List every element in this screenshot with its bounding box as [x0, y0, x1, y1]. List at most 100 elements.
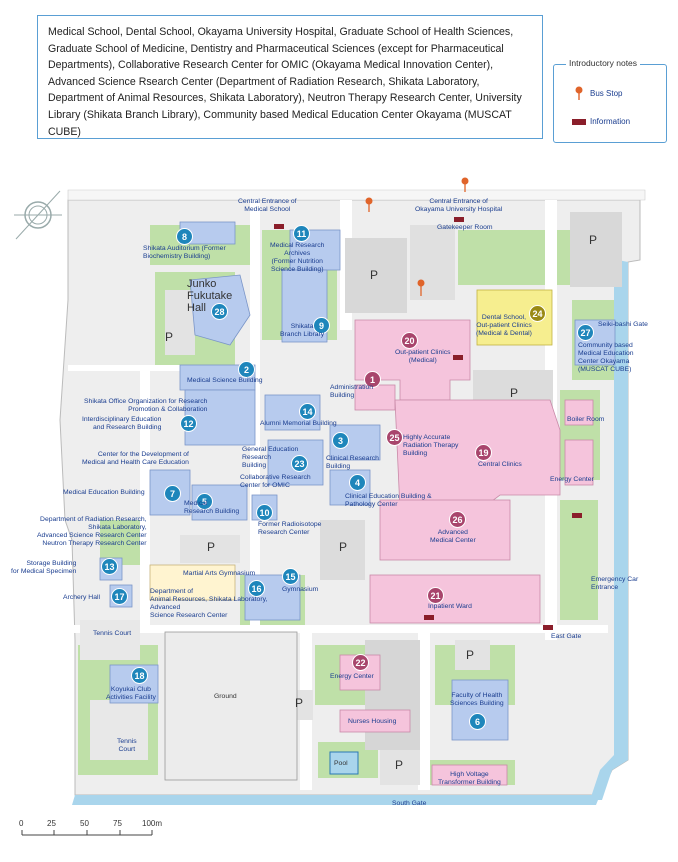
- label-outpatient-medical: Out-patient Clinics (Medical): [395, 349, 451, 364]
- label-seiki-bashi-gate: Seiki-bashi Gate: [598, 321, 648, 328]
- label-shikata-auditorium: Shikata Auditorium (Former Biochemistry …: [143, 245, 226, 260]
- intro-text-box: Medical School, Dental School, Okayama U…: [37, 15, 543, 139]
- label-dept-radiation: Department of Radiation Research, Shikat…: [37, 516, 147, 547]
- label-boiler-room: Boiler Room: [567, 416, 605, 423]
- label-storage-building: Storage Building for Medical Specimen: [11, 560, 77, 575]
- bus-stop-hospital: [461, 177, 469, 192]
- label-east-gate: East Gate: [551, 633, 582, 640]
- label-high-voltage: High Voltage Transformer Building: [438, 771, 501, 786]
- scale-tick-25: 25: [47, 819, 56, 828]
- parking-marker: P: [589, 233, 598, 247]
- marker-5[interactable]: 5: [196, 493, 213, 510]
- legend-information-label: Information: [590, 117, 631, 126]
- information-icon: [568, 118, 590, 125]
- marker-25[interactable]: 25: [386, 429, 403, 446]
- marker-11[interactable]: 11: [293, 225, 310, 242]
- parking-marker: P: [466, 648, 475, 662]
- label-clinical-research: Clinical Research Building: [326, 455, 379, 470]
- label-tennis-court-2: Tennis Court: [117, 738, 137, 753]
- label-koyukai: Koyukai Club Activities Facility: [106, 686, 156, 701]
- parking-marker: P: [395, 758, 404, 772]
- label-central-entrance-medical: Central Entrance of Medical School: [238, 198, 297, 213]
- marker-8[interactable]: 8: [176, 228, 193, 245]
- marker-6[interactable]: 6: [469, 713, 486, 730]
- marker-20[interactable]: 20: [401, 332, 418, 349]
- marker-4[interactable]: 4: [349, 474, 366, 491]
- parking-marker: P: [510, 386, 519, 400]
- marker-19[interactable]: 19: [475, 444, 492, 461]
- label-dental-school: Dental School, Out-patient Clinics (Medi…: [476, 314, 532, 337]
- marker-9[interactable]: 9: [313, 317, 330, 334]
- marker-7[interactable]: 7: [164, 485, 181, 502]
- scale-tick-0: 0: [19, 819, 24, 828]
- label-gymnasium: Gymnasium: [282, 586, 319, 593]
- label-medical-research: Medical Research Building: [184, 500, 240, 515]
- label-alumni: Alumni Memorial Building: [260, 420, 337, 427]
- label-central-entrance-hospital: Central Entrance of Okayama University H…: [415, 198, 503, 213]
- label-shikata-office: Shikata Office Organization for Research…: [84, 398, 208, 413]
- label-energy-center-south: Energy Center: [330, 673, 374, 680]
- parking-marker: P: [370, 268, 379, 282]
- label-medical-education: Medical Education Building: [63, 489, 145, 496]
- label-nurses-housing: Nurses Housing: [348, 718, 397, 725]
- label-highly-accurate: Highly Accurate Radiation Therapy Buildi…: [403, 434, 459, 457]
- legend-title: Introductory notes: [566, 58, 641, 68]
- marker-14[interactable]: 14: [299, 403, 316, 420]
- label-medical-science-building: Medical Science Building: [187, 377, 263, 384]
- label-collaborative-omic: Collaborative Research Center for OMIC: [240, 474, 311, 489]
- marker-15[interactable]: 15: [282, 568, 299, 585]
- parking-marker: P: [165, 330, 174, 344]
- label-inpatient-ward: Inpatient Ward: [428, 603, 472, 610]
- marker-2[interactable]: 2: [238, 361, 255, 378]
- marker-24[interactable]: 24: [529, 305, 546, 322]
- legend-bus-stop-label: Bus Stop: [590, 88, 623, 98]
- marker-26[interactable]: 26: [449, 511, 466, 528]
- parking-marker: P: [207, 540, 216, 554]
- scale-tick-75: 75: [113, 819, 122, 828]
- label-archery-hall: Archery Hall: [63, 594, 101, 601]
- marker-28[interactable]: 28: [211, 303, 228, 320]
- marker-13[interactable]: 13: [101, 558, 118, 575]
- marker-27[interactable]: 27: [577, 324, 594, 341]
- label-general-education: General Education Research Building: [242, 446, 299, 469]
- label-former-radioisotope: Former Radioisotope Research Center: [258, 521, 322, 536]
- label-faculty-health: Faculty of Health Sciences Building: [450, 692, 504, 707]
- compass-icon: [14, 190, 62, 240]
- marker-1[interactable]: 1: [364, 371, 381, 388]
- label-dept-animal: Department of Animal Resources, Shikata …: [150, 588, 268, 619]
- label-gatekeeper: Gatekeeper Room: [437, 224, 493, 231]
- label-community-based: Community based Medical Education Center…: [578, 342, 634, 373]
- marker-23[interactable]: 23: [291, 455, 308, 472]
- label-emergency-entrance: Emergency Car Entrance: [591, 576, 639, 591]
- label-pool: Pool: [334, 760, 348, 767]
- marker-10[interactable]: 10: [256, 504, 273, 521]
- marker-12[interactable]: 12: [180, 415, 197, 432]
- marker-22[interactable]: 22: [352, 654, 369, 671]
- marker-18[interactable]: 18: [131, 667, 148, 684]
- marker-21[interactable]: 21: [427, 587, 444, 604]
- parking-marker: P: [295, 696, 304, 710]
- label-administration: Administration Building: [330, 384, 374, 399]
- bus-stop-medical: [365, 197, 373, 212]
- label-central-clinics: Central Clinics: [478, 461, 522, 468]
- label-shikata-branch-library: Shikata Branch Library: [280, 323, 325, 338]
- marker-16[interactable]: 16: [248, 580, 265, 597]
- marker-3[interactable]: 3: [332, 432, 349, 449]
- legend: Introductory notes Bus Stop Information: [553, 58, 667, 143]
- scale-tick-100: 100m: [142, 819, 163, 828]
- legend-information: Information: [568, 117, 630, 126]
- label-martial-arts: Martial Arts Gymnasium: [183, 570, 256, 577]
- label-medical-research-archives: Medical Research Archives (Former Nutrit…: [270, 242, 325, 273]
- bus-stop-icon: [568, 85, 590, 101]
- label-clinical-education: Clinical Education Building & Pathology …: [345, 493, 432, 508]
- legend-bus-stop: Bus Stop: [568, 85, 622, 101]
- label-advanced-medical: Advanced Medical Center: [430, 529, 476, 544]
- label-tennis-court-1: Tennis Court: [93, 630, 132, 637]
- label-interdisciplinary: Interdisciplinary Education and Research…: [82, 416, 162, 431]
- label-energy-center-east: Energy Center: [550, 476, 594, 483]
- bus-stop-inner: [417, 279, 425, 296]
- marker-17[interactable]: 17: [111, 588, 128, 605]
- label-ground: Ground: [214, 693, 237, 700]
